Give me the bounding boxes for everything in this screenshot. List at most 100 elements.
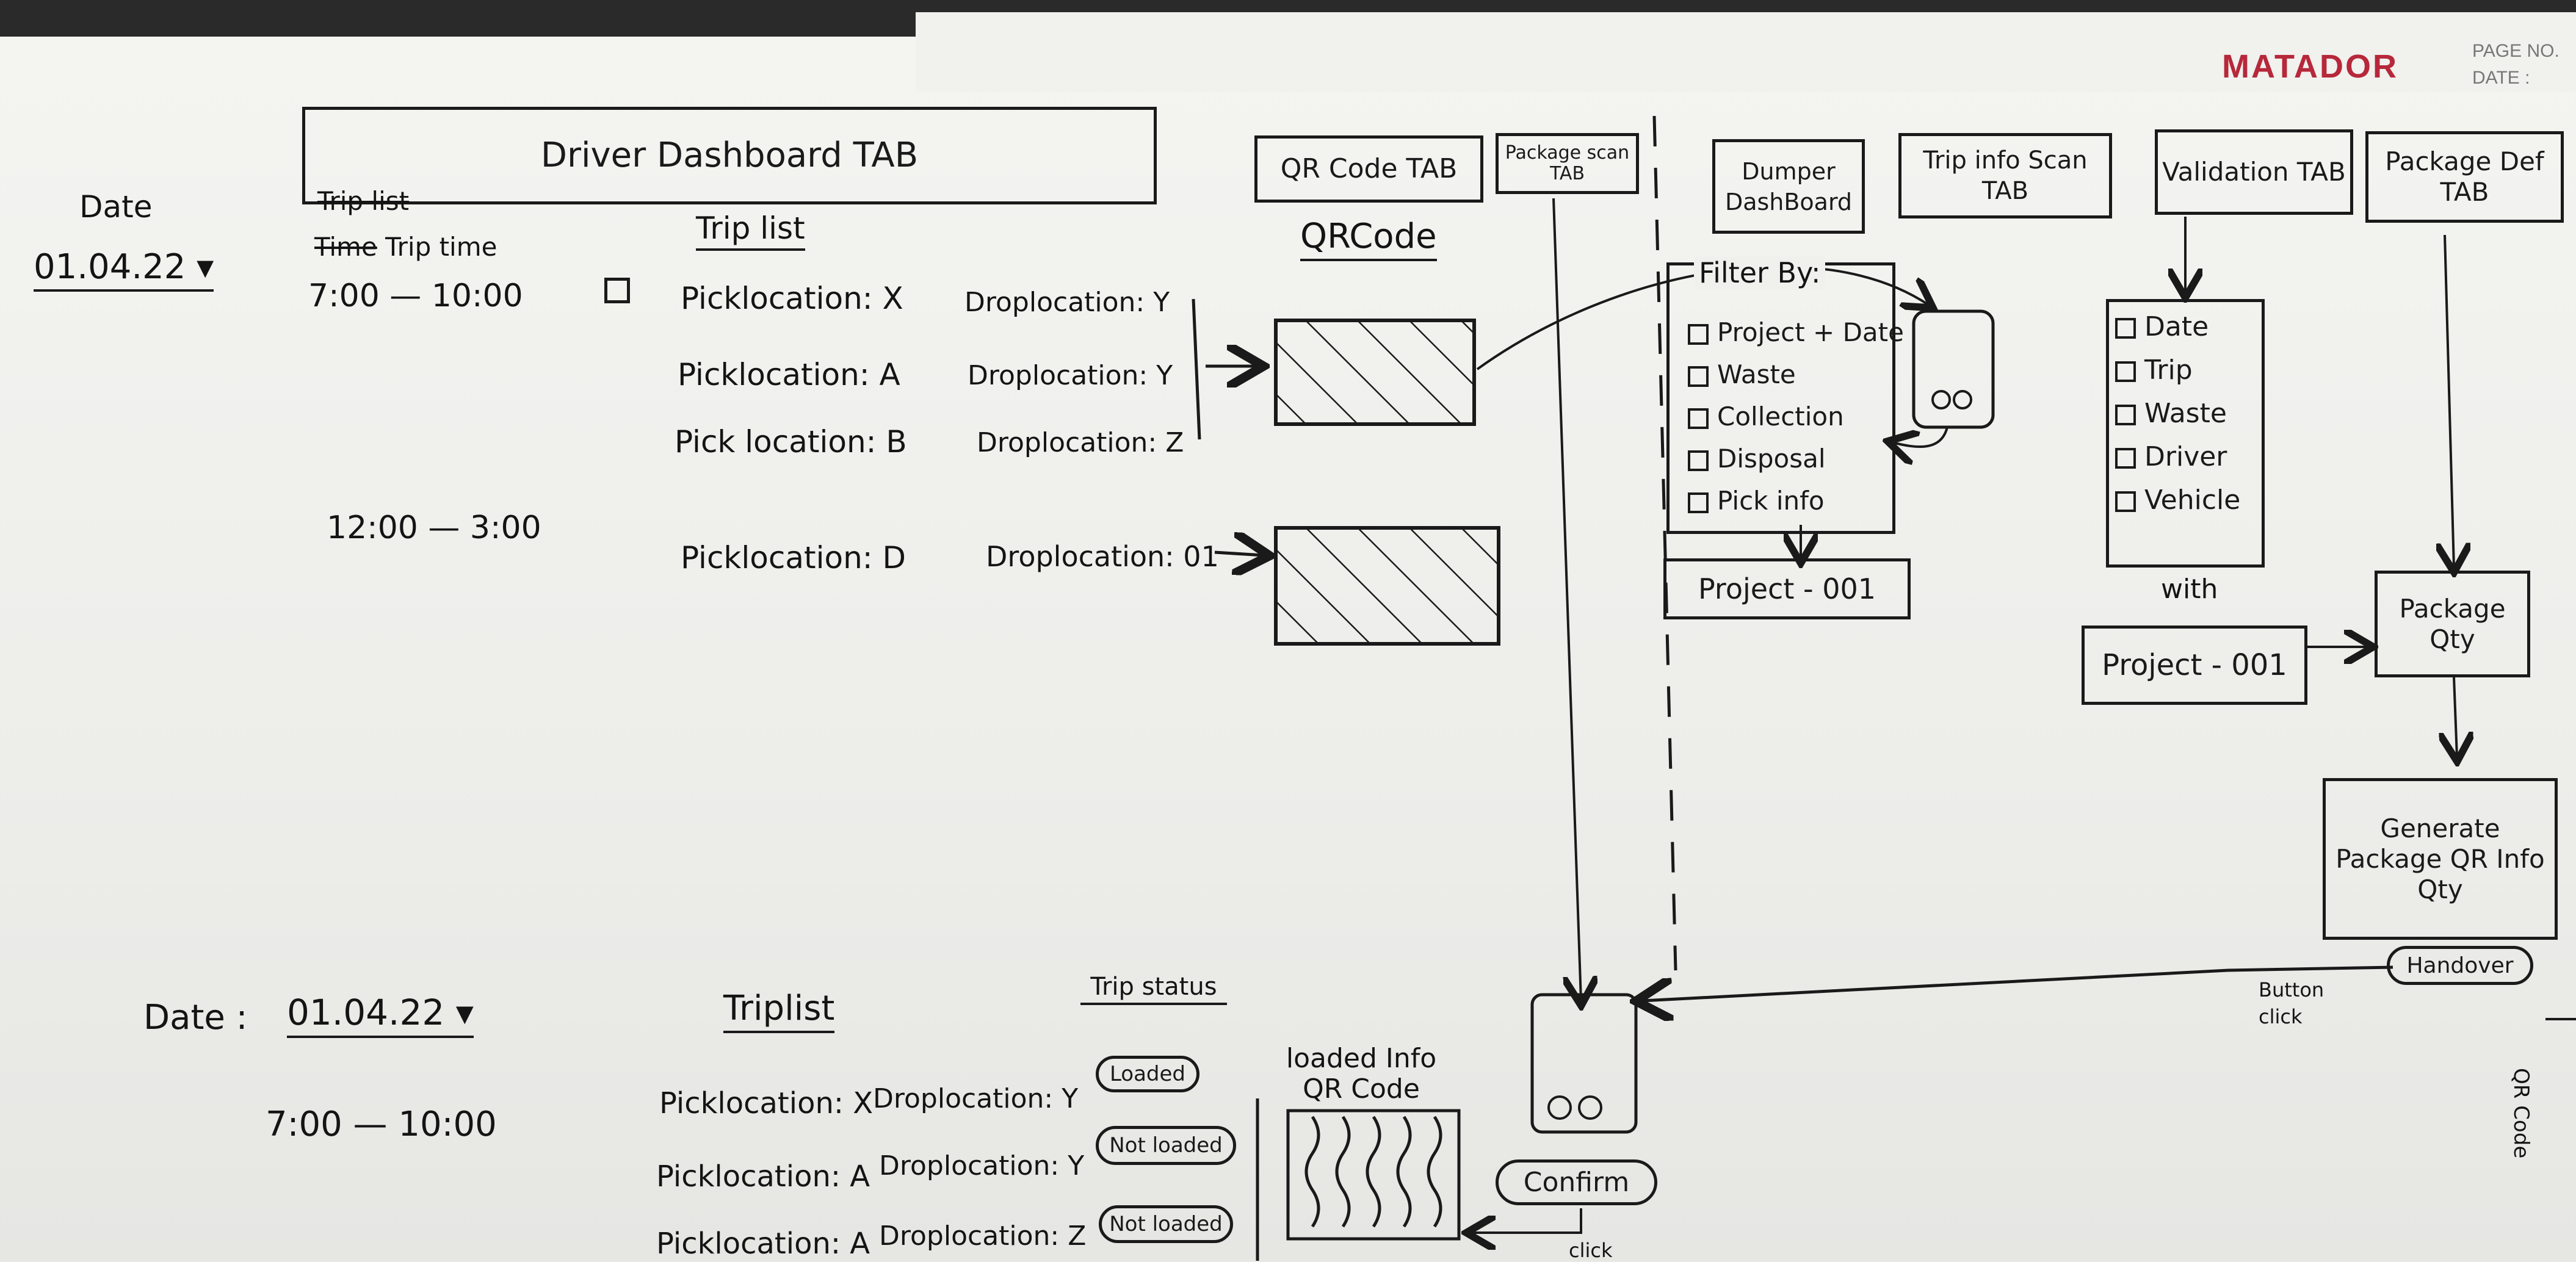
filter-option[interactable]: Pick info	[1688, 486, 1904, 516]
validation-field[interactable]: Vehicle	[2115, 485, 2240, 516]
drop-3: Droplocation: Z	[977, 427, 1184, 458]
filter-label: Collection	[1717, 402, 1844, 431]
status-label: Loaded	[1109, 1062, 1186, 1086]
filter-label: Project + Date	[1717, 317, 1904, 347]
handover-label: Handover	[2406, 953, 2514, 978]
filter-label: Disposal	[1717, 444, 1826, 474]
project-result-label: Project - 001	[1698, 572, 1876, 605]
dumper-dashboard-tab-label: Dumper DashBoard	[1724, 157, 1853, 215]
field-label: Trip	[2144, 355, 2193, 386]
package-qty-label: Package Qty	[2399, 593, 2506, 654]
drop-1: Droplocation: Y	[964, 287, 1170, 318]
checkbox[interactable]	[2115, 361, 2136, 382]
status-badge-not-loaded: Not loaded	[1096, 1126, 1236, 1165]
validation-fields-panel	[2106, 299, 2265, 568]
filter-option[interactable]: Collection	[1688, 402, 1904, 431]
confirm-button[interactable]: Confirm	[1496, 1159, 1657, 1205]
validation-field[interactable]: Trip	[2115, 355, 2240, 386]
bottom-drop-2: Droplocation: Y	[879, 1150, 1085, 1181]
validation-field[interactable]: Waste	[2115, 398, 2240, 429]
validation-project-label: Project - 001	[2102, 648, 2287, 682]
qr-code-tab-label: QR Code TAB	[1280, 153, 1458, 184]
generate-qr-label: Generate Package QR Info Qty	[2335, 813, 2545, 904]
validation-tab[interactable]: Validation TAB	[2155, 129, 2353, 215]
checkbox[interactable]	[2115, 448, 2136, 469]
bottom-trip-list-heading: Triplist	[723, 989, 835, 1033]
drop-2: Droplocation: Y	[968, 360, 1173, 391]
date-select[interactable]: 01.04.22 ▾	[34, 247, 214, 292]
trip-list-heading: Trip list	[696, 211, 805, 251]
trip-time-heading: Time Trip time	[314, 232, 497, 262]
filter-option[interactable]: Disposal	[1688, 444, 1904, 474]
checkbox[interactable]	[1688, 492, 1709, 513]
driver-dashboard-tab[interactable]: Driver Dashboard TAB	[302, 107, 1157, 204]
trip-time-1: 7:00 — 10:00	[308, 278, 523, 314]
strike-time: Time	[314, 232, 377, 262]
package-scan-tab[interactable]: Package scan TAB	[1496, 133, 1639, 194]
qr-code-side-note: QR Code	[2509, 1068, 2533, 1159]
validation-field-list: Date Trip Waste Driver Vehicle	[2115, 311, 2240, 516]
trip-time-label: Trip time	[385, 232, 497, 262]
bottom-pick-2: Picklocation: A	[656, 1159, 870, 1194]
bottom-date-select[interactable]: 01.04.22 ▾	[287, 992, 474, 1038]
button-click-note: Button click	[2259, 978, 2325, 1028]
checkbox[interactable]	[1688, 323, 1709, 345]
package-def-tab[interactable]: Package Def TAB	[2365, 131, 2564, 223]
checkbox[interactable]	[1688, 408, 1709, 429]
bottom-date-label: Date :	[143, 998, 248, 1037]
drop-4: Droplocation: 01	[986, 540, 1219, 573]
date-label: Date	[79, 189, 153, 225]
page-header-band	[916, 12, 2576, 92]
project-result-box[interactable]: Project - 001	[1663, 558, 1911, 619]
checkbox[interactable]	[2115, 318, 2136, 339]
filter-label: Waste	[1717, 359, 1796, 389]
package-scan-tab-label: Package scan TAB	[1505, 142, 1630, 184]
brand-logo: MATADOR	[2222, 48, 2398, 85]
validation-project-box[interactable]: Project - 001	[2082, 626, 2307, 705]
pick-2: Picklocation: A	[678, 357, 900, 392]
validation-field[interactable]: Date	[2115, 311, 2240, 342]
generate-qr-box[interactable]: Generate Package QR Info Qty	[2323, 778, 2558, 940]
status-label: Not loaded	[1109, 1212, 1223, 1236]
bottom-pick-3: Picklocation: A	[656, 1227, 870, 1261]
bottom-pick-1: Picklocation: X	[659, 1086, 874, 1120]
bottom-trip-time: 7:00 — 10:00	[266, 1105, 497, 1144]
filter-heading: Filter By:	[1694, 256, 1826, 289]
pick-4: Picklocation: D	[681, 540, 906, 575]
loaded-info-qr-heading: loaded Info QR Code	[1286, 1043, 1437, 1105]
checkbox[interactable]	[1688, 366, 1709, 387]
trip-time-2: 12:00 — 3:00	[327, 510, 541, 546]
bottom-drop-1: Droplocation: Y	[873, 1083, 1079, 1114]
confirm-click-note: click	[1569, 1239, 1613, 1262]
qr-code-heading: QRCode	[1300, 217, 1437, 261]
handover-button[interactable]: Handover	[2387, 946, 2533, 985]
package-qty-box[interactable]: Package Qty	[2375, 571, 2530, 677]
pick-1: Picklocation: X	[681, 281, 903, 316]
field-label: Vehicle	[2144, 485, 2241, 516]
trip-info-scan-tab-label: Trip info Scan TAB	[1923, 146, 2088, 205]
trip-checkbox-1[interactable]	[604, 278, 630, 303]
trip-info-scan-tab[interactable]: Trip info Scan TAB	[1898, 133, 2112, 218]
filter-option[interactable]: Waste	[1688, 359, 1904, 389]
status-badge-not-loaded: Not loaded	[1099, 1205, 1233, 1243]
notebook-page	[0, 37, 2576, 1261]
field-label: Date	[2144, 311, 2209, 342]
field-label: Driver	[2144, 441, 2227, 472]
checkbox[interactable]	[2115, 405, 2136, 425]
qr-code-tab[interactable]: QR Code TAB	[1254, 135, 1483, 203]
confirm-label: Confirm	[1523, 1167, 1630, 1198]
page-meta: PAGE NO. DATE :	[2472, 38, 2560, 92]
validation-tab-label: Validation TAB	[2162, 157, 2346, 187]
checkbox[interactable]	[2115, 491, 2136, 512]
bottom-drop-3: Droplocation: Z	[879, 1221, 1087, 1252]
page-no-label: PAGE NO.	[2472, 41, 2560, 61]
package-def-tab-label: Package Def TAB	[2385, 146, 2544, 207]
field-label: Waste	[2144, 398, 2227, 429]
checkbox[interactable]	[1688, 450, 1709, 471]
pick-3: Pick location: B	[675, 424, 907, 460]
driver-dashboard-title: Driver Dashboard TAB	[540, 135, 919, 175]
dumper-dashboard-tab[interactable]: Dumper DashBoard	[1712, 139, 1865, 234]
trip-status-heading: Trip status	[1080, 973, 1227, 1005]
filter-option[interactable]: Project + Date	[1688, 317, 1904, 347]
validation-field[interactable]: Driver	[2115, 441, 2240, 472]
